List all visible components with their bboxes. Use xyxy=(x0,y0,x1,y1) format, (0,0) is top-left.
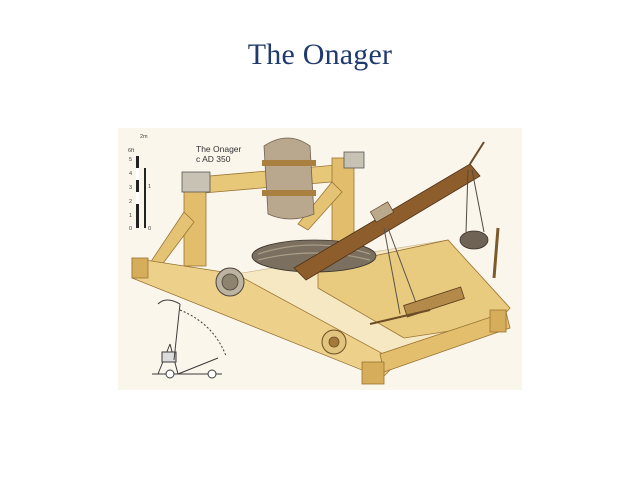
scale-tick-1: 1 xyxy=(129,213,132,219)
caption-title: The Onager xyxy=(196,144,242,154)
scale-tick-2: 2 xyxy=(129,199,132,205)
caption-date: c AD 350 xyxy=(196,154,231,164)
onager-drawing: 6ft 2m 5 4 3 2 1 0 1 0 The Onager c AD 3… xyxy=(118,128,522,390)
scale-unit-imperial: 6ft xyxy=(128,148,135,154)
windlass xyxy=(321,227,465,355)
onager-illustration: 6ft 2m 5 4 3 2 1 0 1 0 The Onager c AD 3… xyxy=(118,128,522,390)
side-view-inset xyxy=(152,299,227,379)
scale-bar: 6ft 2m 5 4 3 2 1 0 1 0 xyxy=(128,134,151,232)
scale-tick-4: 4 xyxy=(129,171,132,177)
slide-title: The Onager xyxy=(247,38,393,71)
throwing-arm xyxy=(293,141,485,281)
sling xyxy=(459,169,500,279)
scale-tick-3: 3 xyxy=(129,185,132,191)
scale-unit-metric: 2m xyxy=(140,134,148,140)
scale-tick-5: 5 xyxy=(129,157,132,163)
scale-tick-right-0: 0 xyxy=(148,226,151,232)
stone-buffer xyxy=(262,137,316,220)
scale-tick-0: 0 xyxy=(129,226,132,232)
scale-tick-right-1: 1 xyxy=(148,184,151,190)
